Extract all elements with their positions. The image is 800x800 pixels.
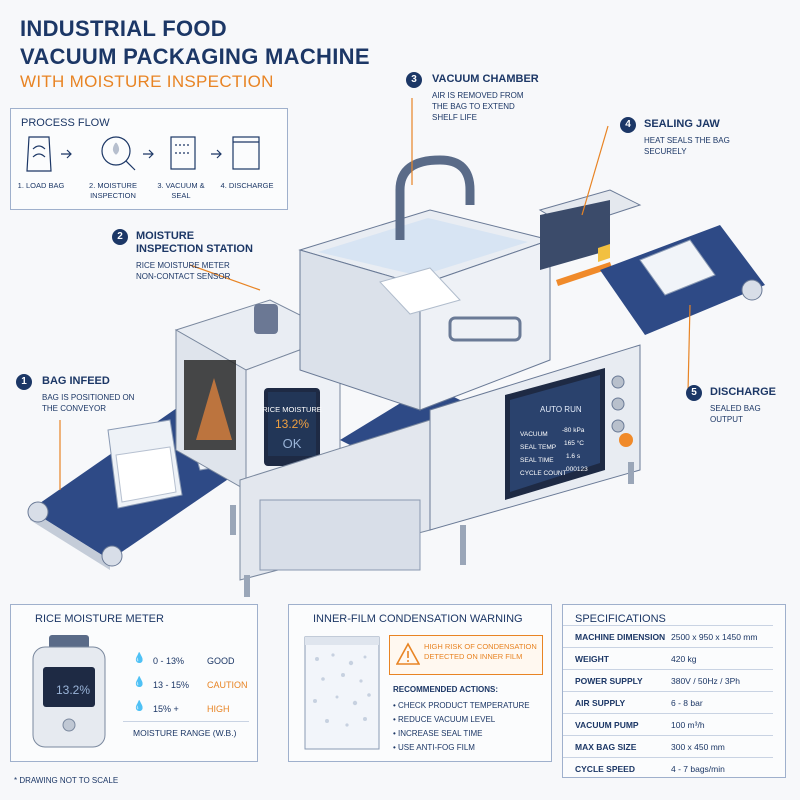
moisture-meter-panel: RICE MOISTURE METER 13.2% 💧 0 - 13% GOOD… xyxy=(10,604,258,762)
callout-3-title: VACUUM CHAMBER xyxy=(432,73,539,85)
action-item: • USE ANTI-FOG FILM xyxy=(393,743,475,752)
meter-display: 13.2% xyxy=(55,683,91,697)
control-screen-mode: AUTO RUN xyxy=(540,405,582,414)
callout-5-desc: SEALED BAG OUTPUT xyxy=(710,404,761,424)
callout-4-badge: 4 xyxy=(620,117,636,133)
machine-illustration: RICE MOISTURE 13.2% OK AUTO RUN VACUUM -… xyxy=(27,98,765,597)
warning-text: HIGH RISK OF CONDENSATION DETECTED ON IN… xyxy=(424,642,537,661)
magnifier-drop-icon xyxy=(101,136,136,171)
callout-4-desc: HEAT SEALS THE BAG SECURELY xyxy=(644,136,730,156)
actions-title: RECOMMENDED ACTIONS: xyxy=(393,685,499,694)
callout-1-title: BAG INFEED xyxy=(42,375,110,387)
vacuum-chamber xyxy=(298,155,552,411)
callout-3-desc: AIR IS REMOVED FROM THE BAG TO EXTEND SH… xyxy=(432,91,524,122)
callout-1-desc: BAG IS POSITIONED ON THE CONVEYOR xyxy=(42,393,135,413)
control-row-value: -80 kPa xyxy=(562,427,585,434)
warning-triangle-icon xyxy=(396,642,420,665)
control-row-key: VACUUM xyxy=(520,431,548,438)
process-flow-title: PROCESS FLOW xyxy=(21,117,110,129)
warning-box: HIGH RISK OF CONDENSATION DETECTED ON IN… xyxy=(389,635,543,675)
discharge-conveyor xyxy=(600,225,765,335)
control-row-value: 1.6 s xyxy=(566,453,581,460)
action-item: • CHECK PRODUCT TEMPERATURE xyxy=(393,701,530,710)
arrow-icon xyxy=(61,149,72,159)
control-row-value: 165 °C xyxy=(564,439,584,447)
vacuum-bag-icon xyxy=(170,136,196,170)
callout-5-badge: 5 xyxy=(686,385,702,401)
rice-bag-infeed xyxy=(107,419,183,509)
specs-title: SPECIFICATIONS xyxy=(575,613,666,625)
process-flow-icons xyxy=(26,136,260,172)
moisture-range-footer: MOISTURE RANGE (W.B.) xyxy=(133,728,237,738)
moisture-meter-title: RICE MOISTURE METER xyxy=(35,613,164,625)
step-label: 2. MOISTURE INSPECTION xyxy=(89,181,137,200)
inspection-display-value: 13.2% xyxy=(275,417,309,431)
foggy-bag-illustration xyxy=(304,636,380,750)
scale-note: * DRAWING NOT TO SCALE xyxy=(14,776,119,785)
sealed-bag-icon xyxy=(232,136,260,170)
arrow-icon xyxy=(211,149,222,159)
control-row-key: CYCLE COUNT xyxy=(520,470,567,477)
drop-icon: 💧 xyxy=(133,677,146,688)
callout-2-title: MOISTURE INSPECTION STATION xyxy=(136,230,253,255)
machine-legs xyxy=(230,462,634,597)
callout-2-badge: 2 xyxy=(112,229,128,245)
condensation-panel: INNER-FILM CONDENSATION WARNING HIGH RIS… xyxy=(288,604,552,762)
control-row-value: 000123 xyxy=(566,466,588,473)
range-value: 0 - 13% xyxy=(153,656,185,666)
control-panel xyxy=(429,344,641,531)
subtitle: WITH MOISTURE INSPECTION xyxy=(20,72,274,91)
inspection-display-status: OK xyxy=(283,436,302,451)
control-row-key: SEAL TIME xyxy=(520,457,554,464)
callout-4-title: SEALING JAW xyxy=(644,118,720,130)
action-item: • INCREASE SEAL TIME xyxy=(393,729,483,738)
arrow-icon xyxy=(143,149,154,159)
drop-icon: 💧 xyxy=(133,653,146,664)
condensation-title: INNER-FILM CONDENSATION WARNING xyxy=(313,613,523,625)
moisture-meter-device xyxy=(32,635,106,748)
title-line-2: VACUUM PACKAGING MACHINE xyxy=(20,44,370,69)
step-label: 4. DISCHARGE xyxy=(220,181,274,190)
inspection-display-label: RICE MOISTURE xyxy=(262,405,322,414)
callout-1-badge: 1 xyxy=(16,374,32,390)
range-value: 13 - 15% xyxy=(153,680,190,690)
range-value: 15% + xyxy=(153,704,179,714)
callout-3-badge: 3 xyxy=(406,72,422,88)
control-row-key: SEAL TEMP xyxy=(520,444,556,451)
step-label: 3. VACUUM & SEAL xyxy=(157,181,205,200)
sealing-jaw xyxy=(538,189,642,286)
step-label: 1. LOAD BAG xyxy=(17,181,65,190)
drop-icon: 💧 xyxy=(133,701,146,712)
callout-leaders xyxy=(59,98,691,490)
title-line-1: INDUSTRIAL FOOD xyxy=(20,16,227,41)
range-status: CAUTION xyxy=(207,680,248,690)
bag-grain-icon xyxy=(26,136,52,172)
range-status: GOOD xyxy=(207,656,235,666)
callout-2-desc: RICE MOISTURE METER NON-CONTACT SENSOR xyxy=(136,261,231,281)
process-flow-panel: PROCESS FLOW 1. LOAD BAG 2. MOISTURE INS… xyxy=(10,108,288,210)
action-item: • REDUCE VACUUM LEVEL xyxy=(393,715,496,724)
callout-5-title: DISCHARGE xyxy=(710,386,777,398)
range-status: HIGH xyxy=(207,704,230,714)
